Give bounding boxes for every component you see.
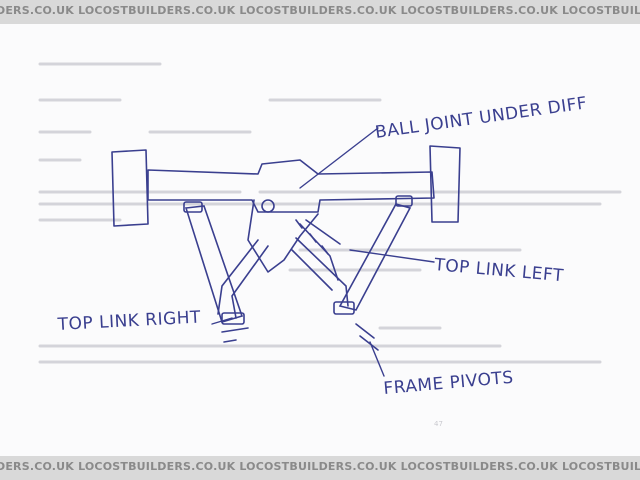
top-link-left-bush-upper xyxy=(395,195,413,207)
top-link-right-bush-upper xyxy=(183,201,203,213)
pinion-flange xyxy=(261,199,275,213)
watermark-banner-bottom: DERS.CO.UK LOCOSTBUILDERS.CO.UK LOCOSTBU… xyxy=(0,456,640,480)
page-number: 47 xyxy=(434,420,443,428)
lower-link-sketches xyxy=(217,219,349,319)
diff-housing xyxy=(247,199,319,273)
leader-top-link-right xyxy=(211,317,233,325)
watermark-text-top: DERS.CO.UK LOCOSTBUILDERS.CO.UK LOCOSTBU… xyxy=(0,4,640,17)
leader-lines xyxy=(211,127,435,377)
label-ball-joint: BALL JOINT UNDER DIFF xyxy=(374,93,589,143)
frame-pivot-sketches xyxy=(221,323,379,351)
sketch-paper: BALL JOINT UNDER DIFF TOP LINK LEFT TOP … xyxy=(0,24,640,456)
frame-pivot-left xyxy=(355,323,379,351)
hub-left xyxy=(429,145,461,223)
hub-right xyxy=(111,149,149,227)
leader-frame-pivots xyxy=(369,341,385,377)
frame-pivot-right xyxy=(221,327,249,343)
top-link-left-sketch xyxy=(333,195,413,315)
hub-sketches xyxy=(111,145,461,227)
top-link-left-bush-lower xyxy=(333,301,355,315)
top-link-right-bush-lower xyxy=(221,312,245,325)
top-link-right-sketch xyxy=(183,201,245,325)
label-top-link-left: TOP LINK LEFT xyxy=(433,255,565,286)
label-top-link-right: TOP LINK RIGHT xyxy=(56,308,201,336)
leader-ball-joint xyxy=(299,127,379,189)
leader-top-link-left xyxy=(349,249,435,263)
suspension-sketch: BALL JOINT UNDER DIFF TOP LINK LEFT TOP … xyxy=(38,62,622,428)
axle-sketch xyxy=(147,159,435,273)
label-frame-pivots: FRAME PIVOTS xyxy=(383,368,515,399)
watermark-text-bottom: DERS.CO.UK LOCOSTBUILDERS.CO.UK LOCOSTBU… xyxy=(0,460,640,473)
watermark-banner-top: DERS.CO.UK LOCOSTBUILDERS.CO.UK LOCOSTBU… xyxy=(0,0,640,24)
axle-tube xyxy=(147,159,435,213)
